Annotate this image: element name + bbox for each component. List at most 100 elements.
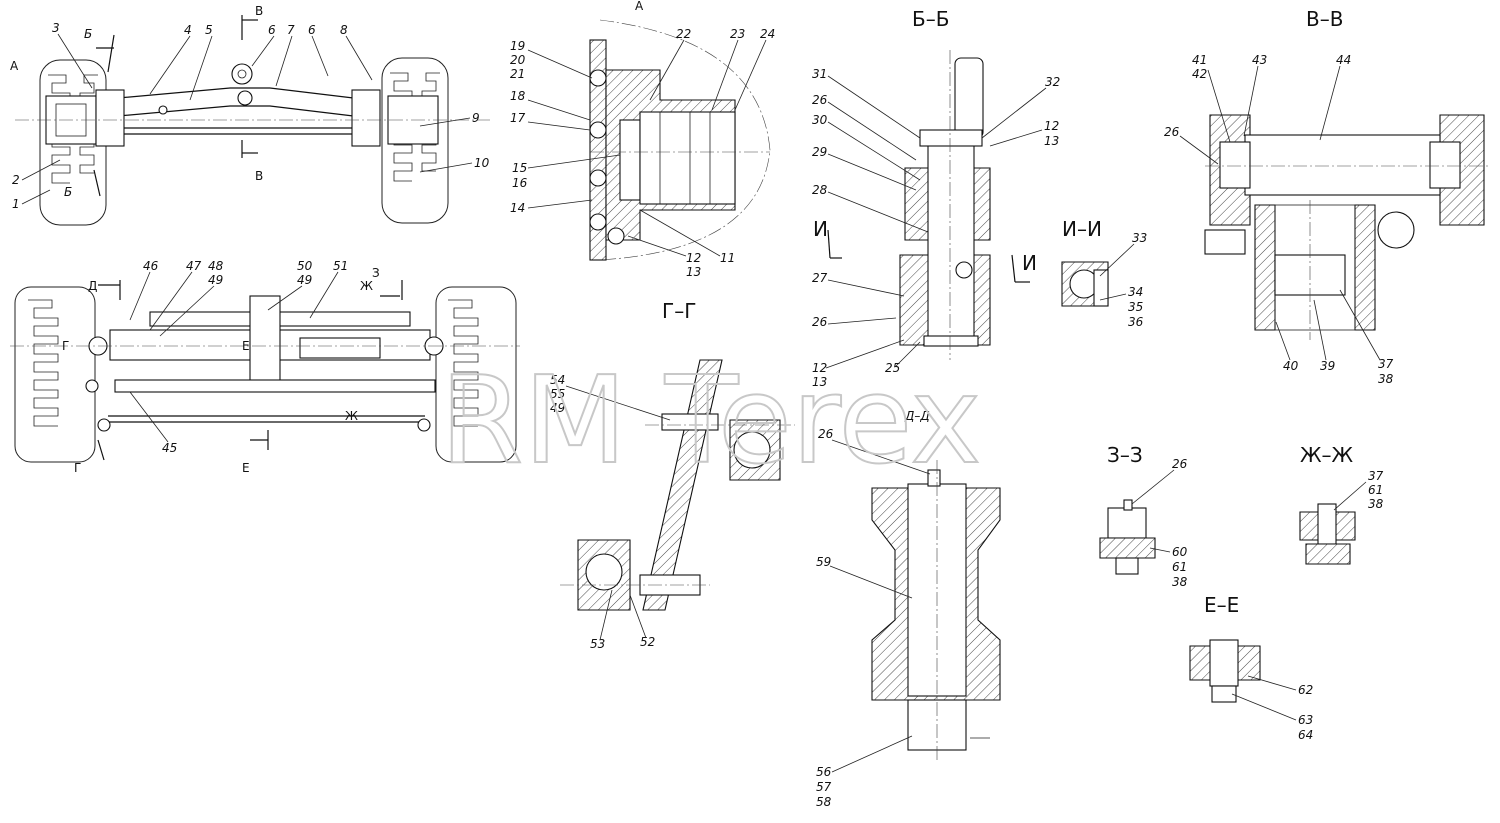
- callout-label: 14: [510, 201, 525, 215]
- callout-label: 27: [812, 271, 828, 285]
- top-view-callouts: 3 Б 4 5 6 7 6 8 9 10 2 Б 1: [12, 21, 490, 211]
- callout-label: 31: [812, 67, 827, 81]
- section-title-vv: В–В: [1306, 7, 1343, 31]
- callout-label: 28: [812, 183, 828, 197]
- cut-letter-v-top: В: [255, 4, 263, 18]
- section-title-ii: И–И: [1062, 217, 1102, 241]
- callout-label: 16: [512, 176, 528, 190]
- callout-label: 13: [686, 265, 701, 279]
- bottom-view-linkage: [10, 280, 520, 463]
- section-gg-callouts: 54 55 49 53 52: [550, 373, 671, 651]
- section-ee-callouts: 62 63 64: [1231, 675, 1313, 742]
- callout-label: 12: [686, 251, 701, 265]
- cut-letter-v-bottom: В: [255, 169, 263, 183]
- section-dd-pivot: [871, 460, 1001, 760]
- callout-label: 17: [510, 111, 526, 125]
- view-a-callouts: 19 20 21 22 23 24 18 17 15 16 14 12 13 1…: [510, 27, 775, 279]
- callout-label: 42: [1192, 67, 1207, 81]
- callout-label: 6: [268, 23, 276, 37]
- cut-letter-a: А: [10, 59, 19, 73]
- section-title-gg: Г–Г: [662, 299, 696, 323]
- section-dd-callouts: 26 59 56 57 58: [816, 427, 931, 809]
- callout-label: 49: [297, 273, 312, 287]
- callout-label: 51: [333, 259, 348, 273]
- callout-label: 39: [1320, 359, 1335, 373]
- callout-label: 23: [730, 27, 745, 41]
- callout-label: 35: [1128, 300, 1143, 314]
- callout-label: 44: [1336, 53, 1351, 67]
- section-vv-detail: [1204, 114, 1490, 340]
- callout-label: 26: [1172, 457, 1188, 471]
- callout-label: 19: [510, 39, 525, 53]
- callout-label: Ж: [345, 409, 358, 423]
- callout-label: 4: [184, 23, 192, 37]
- callout-label: 49: [550, 401, 565, 415]
- cut-letter-i-left: И: [813, 217, 828, 241]
- callout-label: 26: [812, 93, 828, 107]
- callout-label: 20: [510, 53, 526, 67]
- callout-label: 25: [885, 361, 900, 375]
- callout-label: Е: [242, 461, 250, 475]
- callout-label: 58: [816, 795, 832, 809]
- callout-label: 15: [512, 161, 527, 175]
- callout-label: 52: [640, 635, 655, 649]
- callout-label: 18: [510, 89, 526, 103]
- callout-label: 2: [12, 173, 20, 187]
- section-title-zhzh: Ж–Ж: [1300, 443, 1354, 467]
- section-vv-callouts: 41 42 43 44 26 40 39 37 38: [1164, 53, 1394, 386]
- callout-label: 26: [812, 315, 828, 329]
- callout-label: 62: [1298, 683, 1313, 697]
- callout-label: 54: [550, 373, 565, 387]
- section-title-ee: Е–Е: [1204, 593, 1239, 617]
- callout-label: 59: [816, 555, 831, 569]
- section-ii-callouts: 33 34 35 36: [1099, 231, 1147, 329]
- section-zhzh-detail: [1299, 503, 1356, 565]
- section-ii-detail: [1061, 261, 1109, 307]
- section-zz-detail: [1099, 499, 1156, 575]
- top-view-axle: [15, 15, 490, 226]
- callout-label: 8: [340, 23, 348, 37]
- section-title-bb: Б–Б: [912, 7, 949, 31]
- callout-label: 43: [1252, 53, 1267, 67]
- callout-label: 12: [812, 361, 827, 375]
- callout-label: 45: [162, 441, 177, 455]
- callout-label: 34: [1128, 285, 1143, 299]
- callout-label: Б: [84, 27, 92, 41]
- callout-label: 64: [1298, 728, 1313, 742]
- callout-label: 37: [1378, 357, 1394, 371]
- callout-label: 38: [1172, 575, 1188, 589]
- bottom-view-callouts: 46 47 48 49 50 49 51 45: [129, 259, 348, 455]
- watermark-text: RM Terex: [440, 352, 981, 491]
- callout-label: 38: [1368, 497, 1384, 511]
- callout-label: 26: [818, 427, 834, 441]
- section-zhzh-callouts: 37 61 38: [1333, 469, 1384, 511]
- section-title-dd: Д–Д: [904, 409, 930, 423]
- bottom-view-cut-letters: Д Г Г Е Е Ж З Ж: [62, 266, 380, 475]
- callout-label: 37: [1368, 469, 1384, 483]
- section-ee-detail: [1189, 639, 1261, 703]
- callout-label: 32: [1045, 75, 1060, 89]
- callout-label: 11: [720, 251, 735, 265]
- section-bb-callouts: 31 26 30 29 28 27 26 12 13 25 32 12 13: [812, 67, 1060, 389]
- section-title-a: А: [635, 0, 644, 13]
- callout-label: 50: [297, 259, 313, 273]
- view-a-hub-section: [589, 19, 771, 261]
- callout-label: 61: [1172, 560, 1187, 574]
- callout-label: Ж: [360, 279, 373, 293]
- left-tire-bottom: [14, 286, 96, 463]
- callout-label: 5: [205, 23, 213, 37]
- callout-label: 7: [287, 23, 295, 37]
- callout-label: 60: [1172, 545, 1188, 559]
- callout-label: 13: [1044, 134, 1059, 148]
- callout-label: 12: [1044, 119, 1059, 133]
- callout-label: 9: [472, 111, 480, 125]
- callout-label: 3: [52, 21, 60, 35]
- section-bb-kingpin: [827, 50, 1030, 360]
- section-zz-callouts: 26 60 61 38: [1131, 457, 1188, 589]
- callout-label: 41: [1192, 53, 1207, 67]
- right-tire-bottom: [435, 286, 517, 463]
- callout-label: 30: [812, 113, 828, 127]
- callout-label: 21: [510, 67, 525, 81]
- callout-label: Г: [74, 461, 81, 475]
